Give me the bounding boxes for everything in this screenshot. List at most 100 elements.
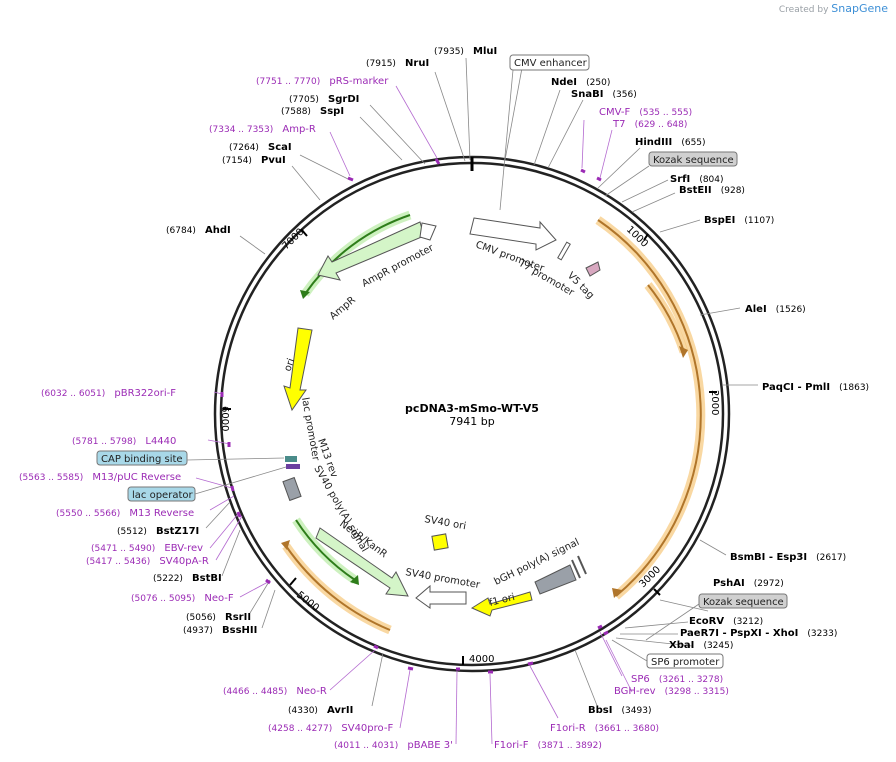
primer-leaders [195,85,633,745]
orf-arrow-right-inner [647,284,685,353]
primer-f1ori-f: F1ori-F (3871 .. 3892) [494,733,602,752]
sv40-promoter-arrow [415,584,467,609]
ampr-arrow-line [304,214,411,295]
cap-binding-site [285,456,297,462]
orf-arrowhead-right-inner [679,346,688,358]
label-sv40-promoter: SV40 promoter [404,567,481,591]
tick-label-2000: 2000 [709,390,720,415]
neor-arrow-line [295,519,356,581]
enzyme-bsshii: (4937) BssHII [183,618,257,637]
ampr-promoter [419,222,437,241]
enzyme-srfi: SrfI (804) [670,167,724,186]
primer-m13-puc-reverse: (5563 .. 5585) M13/pUC Reverse [19,465,181,484]
kozak-box-1 [648,151,738,167]
sp6-promoter-label: SP6 promoter [651,657,720,668]
sv40-ori [431,533,449,551]
lac-operator [286,464,300,469]
ori-arrow [283,327,313,412]
enzyme-sgrdi: (7705) SgrDI [289,87,359,106]
enzyme-alei: AleI (1526) [745,297,806,316]
primer-ebv-rev: (5471 .. 5490) EBV-rev [91,536,203,555]
orf-arrowhead-left [281,540,290,550]
enzyme-bstz17i: (5512) BstZ17I [117,519,199,538]
plasmid-name: pcDNA3-mSmo-WT-V5 [405,402,539,415]
snapgene-credit: Created by SnapGene [779,2,888,15]
enzyme-bstbi: (5222) BstBI [153,566,222,585]
bgh-mark-2 [577,555,587,575]
cmv-enhancer-label: CMV enhancer [514,58,588,69]
cmv-promoter-arrow [469,217,557,251]
primer-l4440: (5781 .. 5798) L4440 [72,429,176,448]
primer-neo-r: (4466 .. 4485) Neo-R [223,679,327,698]
v5-tag [585,261,601,277]
tick-3000 [653,588,661,596]
enzyme-paqci-pmli: PaqCI - PmlI (1863) [762,375,869,394]
enzyme-bbsi: BbsI (3493) [588,698,651,717]
cap-binding-box [96,450,188,466]
enzyme-ecorv: EcoRV (3212) [689,609,763,628]
primer-neo-f: (5076 .. 5095) Neo-F [131,586,234,605]
orf-arrow-right [597,219,702,597]
enzyme-leaders [205,57,758,709]
credit-prefix: Created by [778,5,829,15]
orf-highlight-right [595,216,706,600]
tick-7000 [300,228,308,237]
tick-5000 [289,577,297,586]
tick-label-4000: 4000 [469,654,494,665]
orf-highlight-left [282,543,392,635]
t7-promoter-mark [557,241,571,261]
label-lac-promoter: lac promoter [299,397,321,463]
enzyme-mlui: (7935) MluI [434,39,497,58]
snapgene-logo: SnapGene [831,2,888,15]
enzyme-ahdi: (6784) AhdI [166,218,231,237]
enzyme-scai: (7264) ScaI [229,135,292,154]
primer-pbabe-3: (4011 .. 4031) pBABE 3' [334,733,453,752]
enzyme-pvui: (7154) PvuI [222,148,286,167]
enzyme-nrui: (7915) NruI [366,51,429,70]
orf-arrow-left [285,545,391,631]
cmv-enhancer-box [509,54,590,71]
box-leaders [186,69,700,662]
primer-cmv-f: CMV-F (535 .. 555) [599,100,692,119]
kozak-label-1: Kozak sequence [653,155,734,166]
enzyme-avrii: (4330) AvrII [288,698,353,717]
f1-ori-arrow [470,591,533,617]
label-ampr: AmpR [328,295,358,323]
label-sv40-ori: SV40 ori [423,514,466,532]
primer-sv40pro-f: (4258 .. 4277) SV40pro-F [268,716,393,735]
kozak-box-2 [698,593,788,609]
ampr-arrow [317,221,425,281]
bgh-mark-1 [571,559,581,579]
tick-label-6000: 6000 [219,406,230,431]
primer-marks [220,158,609,674]
enzyme-bsteii: BstEII (928) [679,178,745,197]
primer-m13-reverse: (5550 .. 5566) M13 Reverse [56,501,194,520]
enzyme-ndei: NdeI (250) [551,70,610,89]
primer-sv40pa-r: (5417 .. 5436) SV40pA-R [86,549,209,568]
bgh-polya-box [534,564,577,595]
enzyme-xbai: XbaI (3245) [669,633,733,652]
enzyme-hindiii: HindIII (655) [635,130,706,149]
primer-t7: T7 (629 .. 648) [612,112,687,131]
neor-arrowhead [350,575,359,585]
lac-operator-label: lac operator [132,490,193,501]
enzyme-paer7i-pspxi-xhoi: PaeR7I - PspXI - XhoI (3233) [680,621,837,640]
sv40-polya-box [282,476,302,502]
primer-amp-r: (7334 .. 7353) Amp-R [209,117,316,136]
label-ori: ori [282,357,297,373]
enzyme-pshai: PshAI (2972) [713,571,784,590]
enzyme-bsmbi-esp3i: BsmBI - Esp3I (2617) [730,545,846,564]
enzyme-rsrii: (5056) RsrII [186,605,251,624]
tick-1000 [643,233,649,241]
orf-arrowhead-right [612,588,622,598]
ampr-arrowhead [300,290,310,299]
primer-prs-marker: (7751 .. 7770) pRS-marker [256,69,389,88]
cap-binding-label: CAP binding site [101,454,183,465]
primer-sp6: SP6 (3261 .. 3278) [631,667,723,686]
neor-arrow [315,527,409,597]
enzyme-sspi: (7588) SspI [281,99,344,118]
plasmid-size: 7941 bp [449,415,494,428]
kozak-label-2: Kozak sequence [703,597,784,608]
primer-pbr322ori-f: (6032 .. 6051) pBR322ori-F [41,381,176,400]
primer-bgh-rev: BGH-rev (3298 .. 3315) [614,679,729,698]
